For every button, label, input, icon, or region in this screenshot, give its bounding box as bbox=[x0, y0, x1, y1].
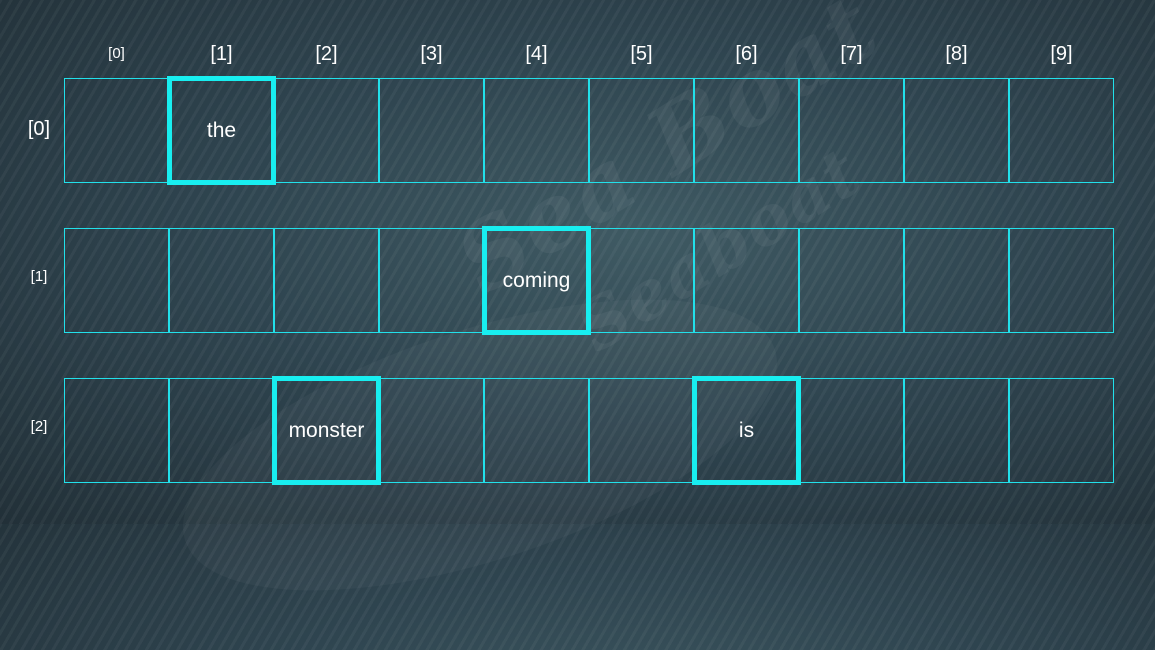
array-cell bbox=[274, 78, 379, 183]
column-label-8: [8] bbox=[945, 43, 968, 65]
column-label-0: [0] bbox=[108, 45, 125, 62]
column-label-1: [1] bbox=[210, 43, 233, 65]
column-label-6: [6] bbox=[735, 43, 758, 65]
array-cell bbox=[694, 228, 799, 333]
array-cell bbox=[694, 78, 799, 183]
highlighted-cell: the bbox=[167, 76, 276, 185]
array-cell bbox=[589, 78, 694, 183]
array-cell bbox=[799, 378, 904, 483]
array-cell bbox=[379, 378, 484, 483]
array-cell bbox=[169, 228, 274, 333]
array-cell bbox=[484, 378, 589, 483]
array-cell bbox=[64, 78, 169, 183]
array-row-0: the bbox=[64, 76, 1114, 185]
row-label-1: [1] bbox=[30, 268, 48, 285]
column-label-2: [2] bbox=[315, 43, 338, 65]
array-cell bbox=[1009, 78, 1114, 183]
column-label-3: [3] bbox=[420, 43, 443, 65]
array-cell bbox=[169, 378, 274, 483]
array-cell bbox=[799, 78, 904, 183]
array-cell bbox=[589, 378, 694, 483]
array-cell bbox=[589, 228, 694, 333]
array-cell bbox=[274, 228, 379, 333]
array-cell bbox=[379, 228, 484, 333]
array-row-1: coming bbox=[64, 226, 1114, 335]
array-cell bbox=[64, 228, 169, 333]
highlighted-cell: coming bbox=[482, 226, 591, 335]
array-cell bbox=[904, 228, 1009, 333]
array-cell bbox=[484, 78, 589, 183]
array-cell bbox=[1009, 228, 1114, 333]
array-cell bbox=[904, 78, 1009, 183]
array-row-2: monster is bbox=[64, 376, 1114, 485]
column-label-4: [4] bbox=[525, 43, 548, 65]
column-label-5: [5] bbox=[630, 43, 653, 65]
array-cell bbox=[64, 378, 169, 483]
array-cell bbox=[379, 78, 484, 183]
array-cell bbox=[904, 378, 1009, 483]
column-label-9: [9] bbox=[1050, 43, 1073, 65]
highlighted-cell: is bbox=[692, 376, 801, 485]
row-label-0: [0] bbox=[27, 118, 51, 140]
row-label-2: [2] bbox=[30, 418, 48, 435]
array-cell bbox=[1009, 378, 1114, 483]
column-label-7: [7] bbox=[840, 43, 863, 65]
highlighted-cell: monster bbox=[272, 376, 381, 485]
array-cell bbox=[799, 228, 904, 333]
